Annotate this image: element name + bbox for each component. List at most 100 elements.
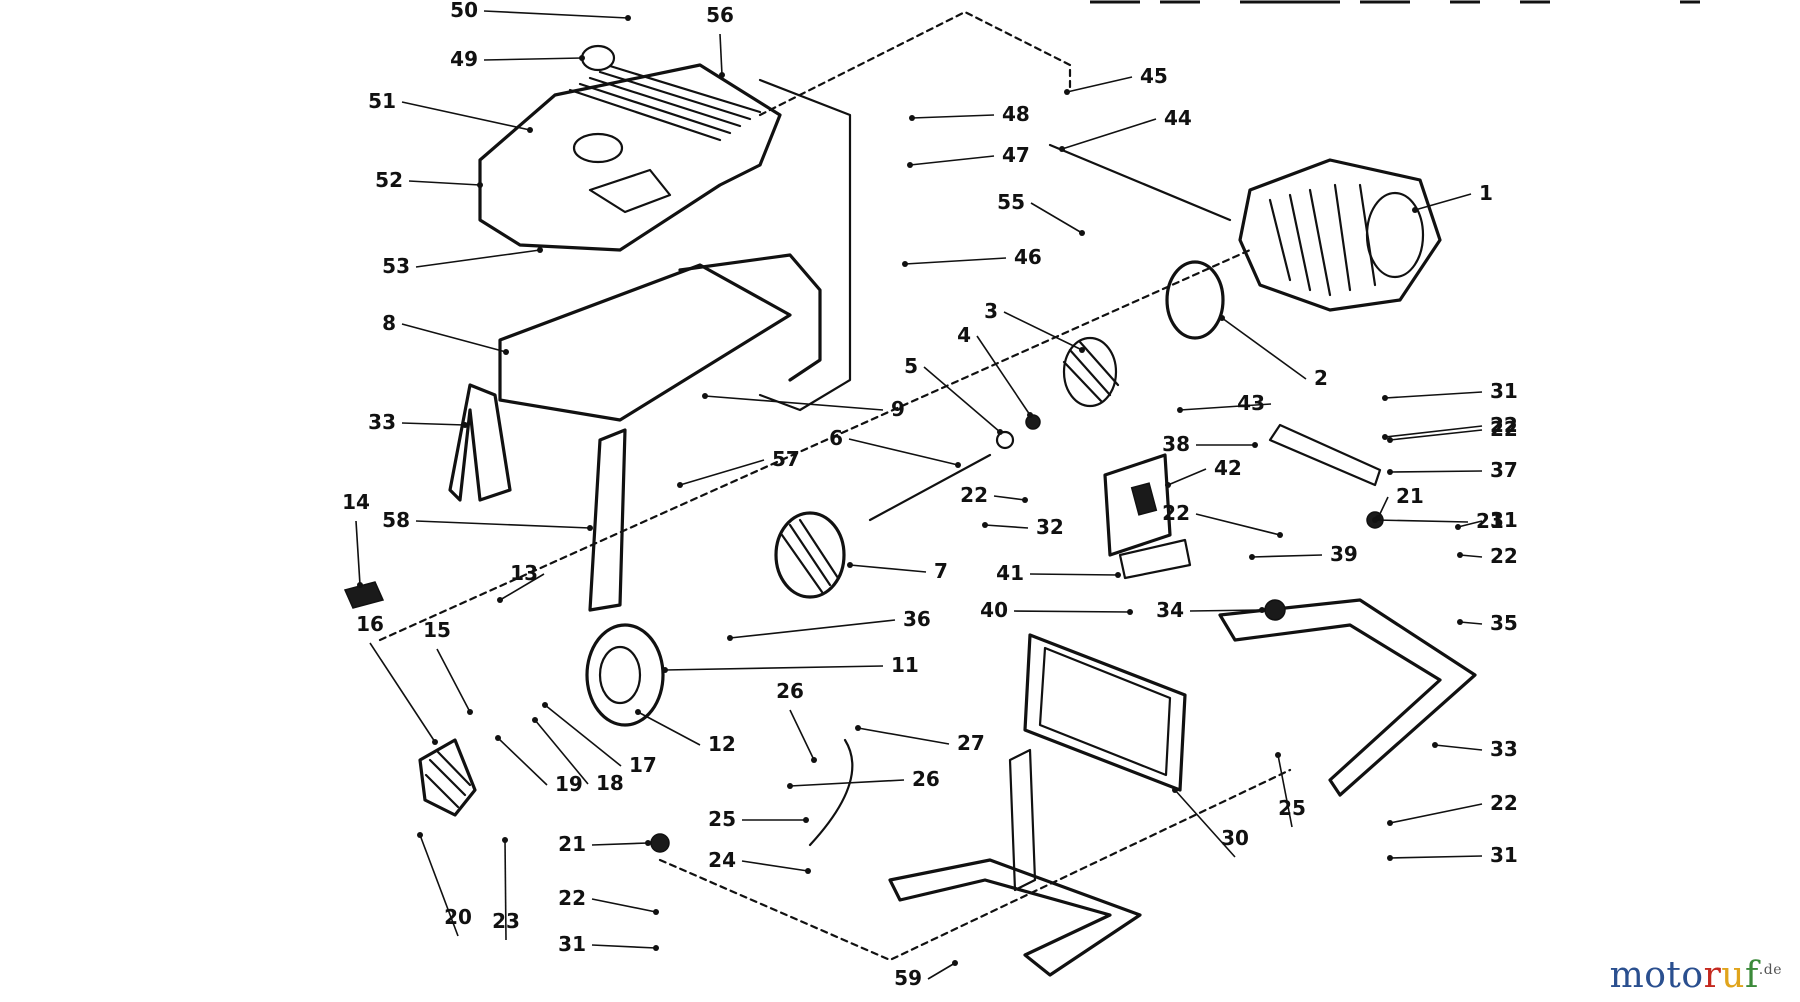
- part-label-47: 47: [1002, 143, 1030, 167]
- dashed-connection-lower: [658, 768, 1292, 962]
- leader-line-16: [369, 642, 436, 743]
- part-label-38: 38: [1162, 432, 1190, 456]
- leader-anchor-25: [803, 817, 809, 823]
- rotor-shaft-6: [868, 453, 992, 522]
- panel-bracket-41: [1118, 538, 1192, 580]
- end-cover-grille: [424, 750, 472, 809]
- leader-line-43: [1179, 403, 1272, 411]
- leader-line-22: [993, 495, 1026, 501]
- fuel-line-27: [808, 738, 854, 847]
- leader-anchor-31: [1387, 855, 1393, 861]
- part-label-35: 35: [1490, 611, 1518, 635]
- part-label-30: 30: [1221, 826, 1249, 850]
- top-frame-panel: [498, 263, 792, 422]
- top-edge-fragment: [1090, 0, 1700, 4]
- leader-line-25: [1277, 754, 1293, 828]
- leader-anchor-15: [467, 709, 473, 715]
- callout-labels: 1234567891112131415161718192021212122222…: [342, 0, 1518, 990]
- leader-line-34: [1189, 609, 1263, 612]
- part-label-37: 37: [1490, 458, 1518, 482]
- leader-line-22: [1459, 554, 1483, 558]
- leader-line-22: [1389, 803, 1483, 824]
- leader-anchor-36: [727, 635, 733, 641]
- leader-anchor-37: [1387, 469, 1393, 475]
- leader-anchor-50: [625, 15, 631, 21]
- fan-3: [1062, 336, 1118, 408]
- leader-anchor-43: [1177, 407, 1183, 413]
- leader-line-50: [483, 10, 629, 19]
- part-label-8: 8: [382, 311, 396, 335]
- leader-anchor-22: [1457, 552, 1463, 558]
- assembly-axis-line: [378, 248, 1252, 642]
- leader-anchor-47: [907, 162, 913, 168]
- leader-line-22: [1195, 513, 1281, 536]
- watermark-part-2: r: [1703, 955, 1722, 996]
- leader-anchor-58: [587, 525, 593, 531]
- frame-leg-58: [588, 428, 627, 612]
- leader-line-37: [1389, 470, 1483, 473]
- part-label-59: 59: [894, 966, 922, 990]
- leader-anchor-39: [1249, 554, 1255, 560]
- part-label-24: 24: [708, 848, 736, 872]
- part-label-20: 20: [444, 905, 472, 929]
- leader-line-26: [789, 709, 815, 761]
- leader-anchor-41: [1115, 572, 1121, 578]
- leader-line-33: [1434, 744, 1483, 751]
- part-label-7: 7: [934, 559, 948, 583]
- leader-line-49: [483, 57, 583, 61]
- part-label-51: 51: [368, 89, 396, 113]
- leader-anchor-31: [1455, 524, 1461, 530]
- leader-line-39: [1251, 554, 1323, 558]
- part-label-3: 3: [984, 299, 998, 323]
- leader-anchor-22: [1382, 434, 1388, 440]
- leader-line-22: [591, 898, 657, 913]
- leader-anchor-33: [1432, 742, 1438, 748]
- part-label-46: 46: [1014, 245, 1042, 269]
- part-label-56: 56: [706, 3, 734, 27]
- callout-leader-lines: [355, 10, 1483, 980]
- part-label-12: 12: [708, 732, 736, 756]
- leader-anchor-22: [1387, 820, 1393, 826]
- leader-line-41: [1029, 573, 1119, 576]
- fuel-tank-ribs: [568, 64, 762, 142]
- fan-3-blades: [1062, 340, 1120, 404]
- leader-anchor-57: [677, 482, 683, 488]
- panel-outlet: [1130, 482, 1158, 516]
- fuel-tank: [478, 63, 782, 252]
- leader-line-56: [719, 33, 723, 76]
- leader-line-53: [415, 249, 541, 268]
- leader-line-31: [1457, 520, 1483, 528]
- part-label-22: 22: [558, 886, 586, 910]
- muffler-30-inner: [1038, 646, 1172, 777]
- watermark-suffix: .de: [1758, 962, 1782, 978]
- leader-anchor-56: [719, 72, 725, 78]
- leader-anchor-1: [1412, 207, 1418, 213]
- dashed-connection-upper: [758, 10, 1072, 117]
- leader-line-57: [679, 459, 765, 486]
- leader-anchor-14: [357, 582, 363, 588]
- leader-line-20: [419, 834, 459, 937]
- leader-line-1: [1414, 193, 1472, 211]
- muffler-30: [1023, 633, 1187, 792]
- part-label-14: 14: [342, 490, 370, 514]
- leader-line-31: [1389, 855, 1483, 859]
- leader-line-40: [1013, 610, 1131, 613]
- leader-anchor-49: [579, 55, 585, 61]
- part-label-31: 31: [558, 932, 586, 956]
- end-cover-16: [418, 738, 477, 817]
- part-label-48: 48: [1002, 102, 1030, 126]
- watermark-part-3: u: [1721, 955, 1745, 996]
- part-label-21: 21: [558, 832, 586, 856]
- leader-anchor-33: [462, 422, 468, 428]
- frame-tube-left: [448, 383, 512, 502]
- leader-line-18: [534, 719, 589, 785]
- base-frame-33-right: [1218, 598, 1477, 797]
- tank-heat-shield: [588, 168, 672, 214]
- leader-line-46: [904, 257, 1007, 265]
- leader-anchor-35: [1457, 619, 1463, 625]
- leader-anchor-22: [1277, 532, 1283, 538]
- leader-line-21: [591, 842, 649, 846]
- leader-anchor-2: [1219, 315, 1225, 321]
- part-label-18: 18: [596, 771, 624, 795]
- part-label-31: 31: [1490, 843, 1518, 867]
